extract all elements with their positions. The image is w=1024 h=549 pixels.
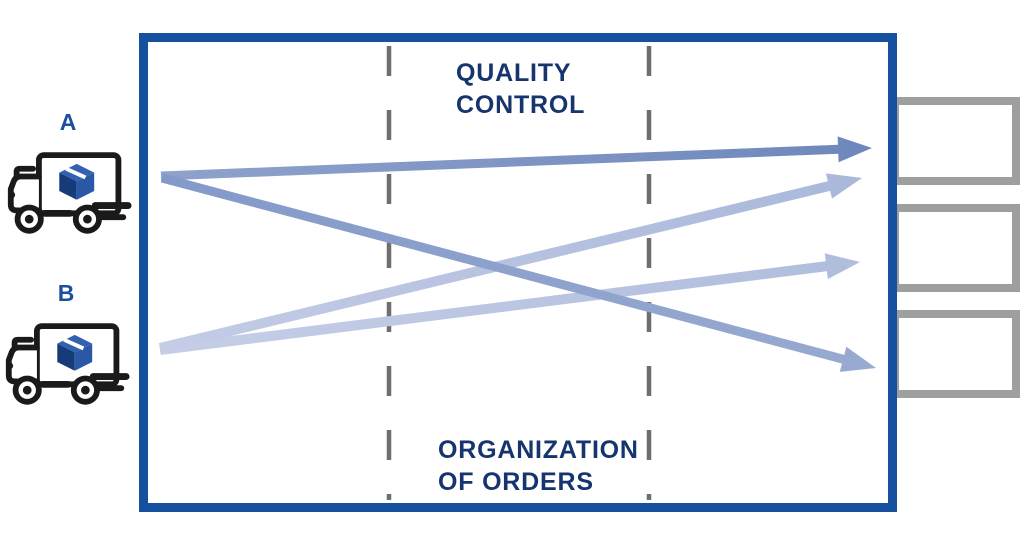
wheel-icon xyxy=(70,375,100,405)
stage-label-line: ORGANIZATION xyxy=(438,436,639,464)
wheel-icon xyxy=(72,204,102,234)
output-slot-3 xyxy=(891,310,1020,398)
stage-label-organization-of-orders: ORGANIZATION OF ORDERS xyxy=(438,434,639,498)
package-box-icon xyxy=(57,334,93,371)
wheel-icon xyxy=(14,204,44,234)
stage-label-quality-control: QUALITY CONTROL xyxy=(456,57,585,121)
truck-a-label: A xyxy=(59,109,77,135)
truck-b-label: B xyxy=(57,280,75,306)
delivery-truck-icon xyxy=(7,152,132,234)
delivery-truck-icon xyxy=(5,323,130,405)
headlight-dot xyxy=(8,191,16,199)
output-slot-1 xyxy=(891,97,1020,185)
stage-label-line: QUALITY xyxy=(456,59,572,87)
process-frame xyxy=(139,33,897,512)
output-slot-2 xyxy=(891,204,1020,292)
stage-label-line: OF ORDERS xyxy=(438,468,594,496)
package-box-icon xyxy=(59,163,95,200)
headlight-dot xyxy=(6,362,14,370)
truck-a-group: A xyxy=(4,109,132,235)
truck-b-group: B xyxy=(2,280,130,406)
stage-label-line: CONTROL xyxy=(456,91,586,119)
wheel-icon xyxy=(12,375,42,405)
